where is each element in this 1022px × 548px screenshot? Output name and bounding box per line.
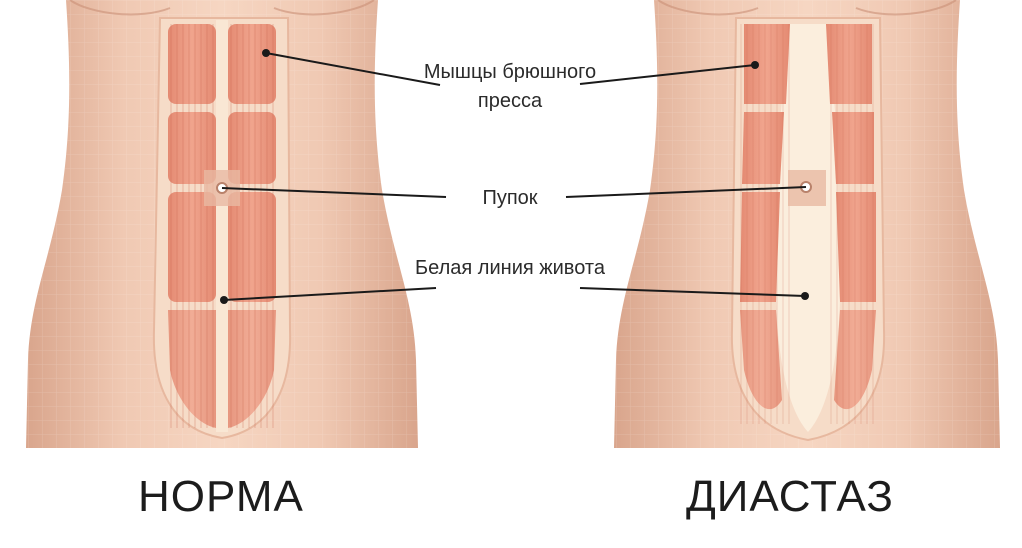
chest-contour-right [273,0,375,16]
linea-alba-normal [216,20,228,432]
leader-muscle-left [265,52,441,86]
linea-alba-diastasis [776,24,840,432]
chest-contour-right-d [855,0,957,16]
label-abdominal-muscles: Мышцы брюшного пресса [423,61,597,112]
chest-contour-left-d [657,0,759,16]
rectus-muscle-left [168,24,216,428]
leader-linea-right [579,287,806,297]
leader-linea-left [223,287,437,301]
rectus-muscle-right [228,24,276,428]
leader-navel-right [565,186,807,198]
label-navel: Пупок [482,187,538,209]
label-linea-alba: Белая линия живота [415,257,605,279]
leader-navel-left [221,187,447,198]
rectus-muscle-right-d [826,24,876,424]
torso-diastasis [614,0,1000,448]
title-normal: НОРМА [138,472,304,521]
leader-lines [221,52,807,301]
rectus-muscle-left-d [740,24,790,424]
torso-normal [26,0,418,448]
chest-contour-left [69,0,171,16]
title-diastasis: ДИАСТАЗ [686,472,894,521]
leader-muscle-right [579,64,756,85]
